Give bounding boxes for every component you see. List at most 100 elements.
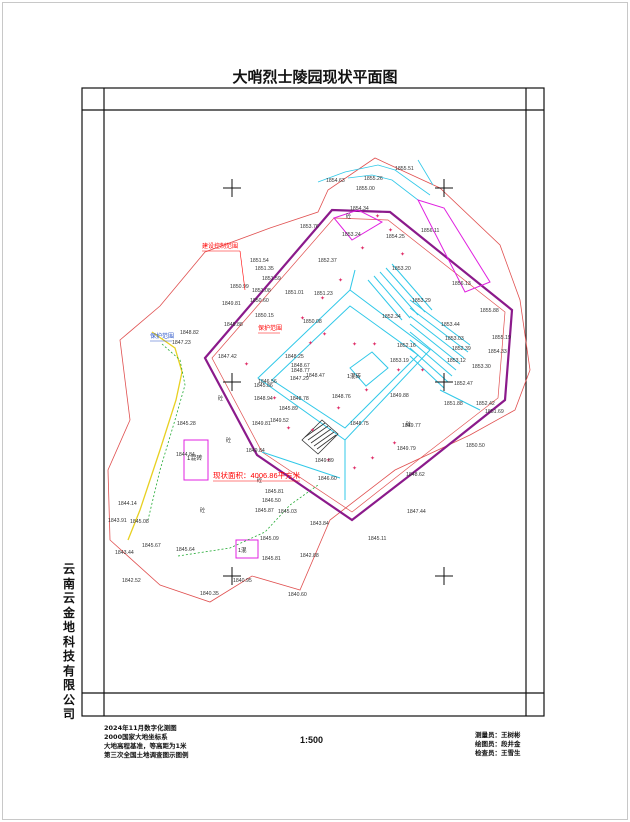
elevation-label: 1851.23 (314, 291, 333, 297)
elevation-labels: 1855.511855.261854.631855.001854.341853.… (108, 166, 511, 598)
elevation-label: 1845.89 (279, 406, 298, 412)
elevation-label: 1853.30 (472, 364, 491, 370)
site-wall (203, 208, 514, 522)
stairs (301, 419, 339, 455)
map-title: 大哨烈士陵园现状平面图 (232, 68, 398, 86)
elevation-label: 1853.19 (390, 358, 409, 364)
note-elevation-datum: 大地高程基准，等高距为1米 (104, 742, 187, 750)
elevation-label: 1848.62 (406, 472, 425, 478)
svg-text:建设控制范围: 建设控制范围 (202, 242, 238, 250)
tree-icon: ✦ (364, 387, 369, 394)
elevation-label: 1840.60 (288, 592, 307, 598)
staff-surveyor: 测量员：王树彬 (475, 731, 521, 739)
elevation-label: 1845.08 (130, 519, 149, 525)
elevation-label: 1851.59 (262, 276, 281, 282)
tree-icon: ✦ (420, 367, 425, 374)
elevation-label: 1853.76 (300, 224, 319, 230)
elevation-label: 1854.25 (386, 234, 405, 240)
elevation-label: 1845.64 (176, 547, 195, 553)
svg-text:保护范围: 保护范围 (150, 332, 174, 340)
company-name: 云南云金地科技有限公司 (62, 562, 75, 721)
tree-icon: ✦ (272, 395, 277, 402)
elevation-label: 1843.84 (310, 521, 329, 527)
elevation-label: 1853.03 (445, 336, 464, 342)
map-frame (81, 87, 545, 717)
elevation-label: 1848.82 (180, 330, 199, 336)
elevation-label: 1855.26 (364, 176, 383, 182)
note-coordinate-system: 2000国家大地坐标系 (104, 733, 168, 741)
elevation-label: 1851.54 (250, 258, 269, 264)
elevation-label: 1846.50 (262, 498, 281, 504)
elevation-label: 1848.78 (290, 396, 309, 402)
elevation-label: 1845.87 (255, 508, 274, 514)
elevation-label: 1842.52 (122, 578, 141, 584)
elevation-label: 1849.81 (222, 301, 241, 307)
tree-icon: ✦ (388, 227, 393, 234)
south-west-boundary (177, 484, 319, 557)
elevation-label: 1845.81 (262, 556, 281, 562)
svg-text:保护范围: 保护范围 (258, 324, 282, 332)
callout-protection-range-west: 保护范围 (150, 332, 174, 342)
elevation-label: 1853.44 (441, 322, 460, 328)
elevation-label: 1853.12 (447, 358, 466, 364)
elevation-label: 1848.76 (332, 394, 351, 400)
elevation-label: 1854.34 (350, 206, 369, 212)
elevation-label: 1856.13 (452, 281, 471, 287)
elevation-label: 1852.39 (452, 346, 471, 352)
tree-icon: ✦ (352, 465, 357, 472)
elevation-label: 1840.95 (233, 578, 252, 584)
tree-icon: ✦ (372, 341, 377, 348)
note-survey-date: 2024年11月数字化测图 (104, 724, 177, 732)
outer-red-boundary (107, 157, 531, 603)
callout-protection-range: 保护范围 (258, 324, 282, 334)
elevation-label: 1852.37 (318, 258, 337, 264)
tree-icon: ✦ (392, 440, 397, 447)
elevation-label: 1849.81 (252, 421, 271, 427)
callout-construction-control: 建设控制范围 (202, 242, 246, 291)
elevation-label: 1848.67 (291, 363, 310, 369)
grid-crosses (223, 179, 453, 585)
elevation-label: 1850.60 (250, 298, 269, 304)
building-code: 砼 (218, 395, 223, 402)
building-outlines (183, 199, 491, 559)
elevation-label: 1852.47 (454, 381, 473, 387)
building-code: 砼 (257, 477, 262, 484)
tree-icon: ✦ (370, 455, 375, 462)
elevation-label: 1849.84 (246, 448, 265, 454)
svg-text:现状面积：4006.86平方米: 现状面积：4006.86平方米 (213, 470, 301, 480)
note-legend-standard: 第三次全国土地调查图示图例 (104, 751, 189, 759)
elevation-label: 1840.35 (200, 591, 219, 597)
elevation-label: 1847.29 (290, 376, 309, 382)
elevation-label: 1842.88 (300, 553, 319, 559)
elevation-label: 1847.42 (218, 354, 237, 360)
elevation-label: 1851.08 (252, 288, 271, 294)
building-code: 砼 (226, 437, 231, 444)
elevation-label: 1845.67 (142, 543, 161, 549)
elevation-label: 1855.51 (395, 166, 414, 172)
yellow-line (127, 331, 183, 541)
elevation-label: 1845.81 (265, 489, 284, 495)
elevation-label: 1852.34 (382, 314, 401, 320)
elevation-label: 1852.42 (476, 401, 495, 407)
elevation-label: 1848.94 (254, 396, 273, 402)
tree-icon: ✦ (320, 295, 325, 302)
staff-drafter: 绘图员：段井金 (475, 740, 521, 748)
staff-checker: 检查员：王雪生 (475, 749, 521, 757)
tree-icon: ✦ (396, 367, 401, 374)
tree-icon: ✦ (338, 277, 343, 284)
building-label: 1混 (238, 546, 247, 554)
building-code: 砼 (200, 507, 205, 514)
elevation-label: 1849.79 (397, 446, 416, 452)
elevation-label: 1844.14 (118, 501, 137, 507)
tree-icon: ✦ (244, 361, 249, 368)
elevation-label: 1855.00 (356, 186, 375, 192)
building-code: 砼 (346, 213, 351, 220)
elevation-label: 1849.88 (390, 393, 409, 399)
elevation-label: 1843.91 (108, 518, 127, 524)
elevation-label: 1849.52 (270, 418, 289, 424)
elevation-label: 1847.44 (407, 509, 426, 515)
elevation-label: 1848.88 (224, 322, 243, 328)
elevation-label: 1856.11 (421, 228, 439, 234)
